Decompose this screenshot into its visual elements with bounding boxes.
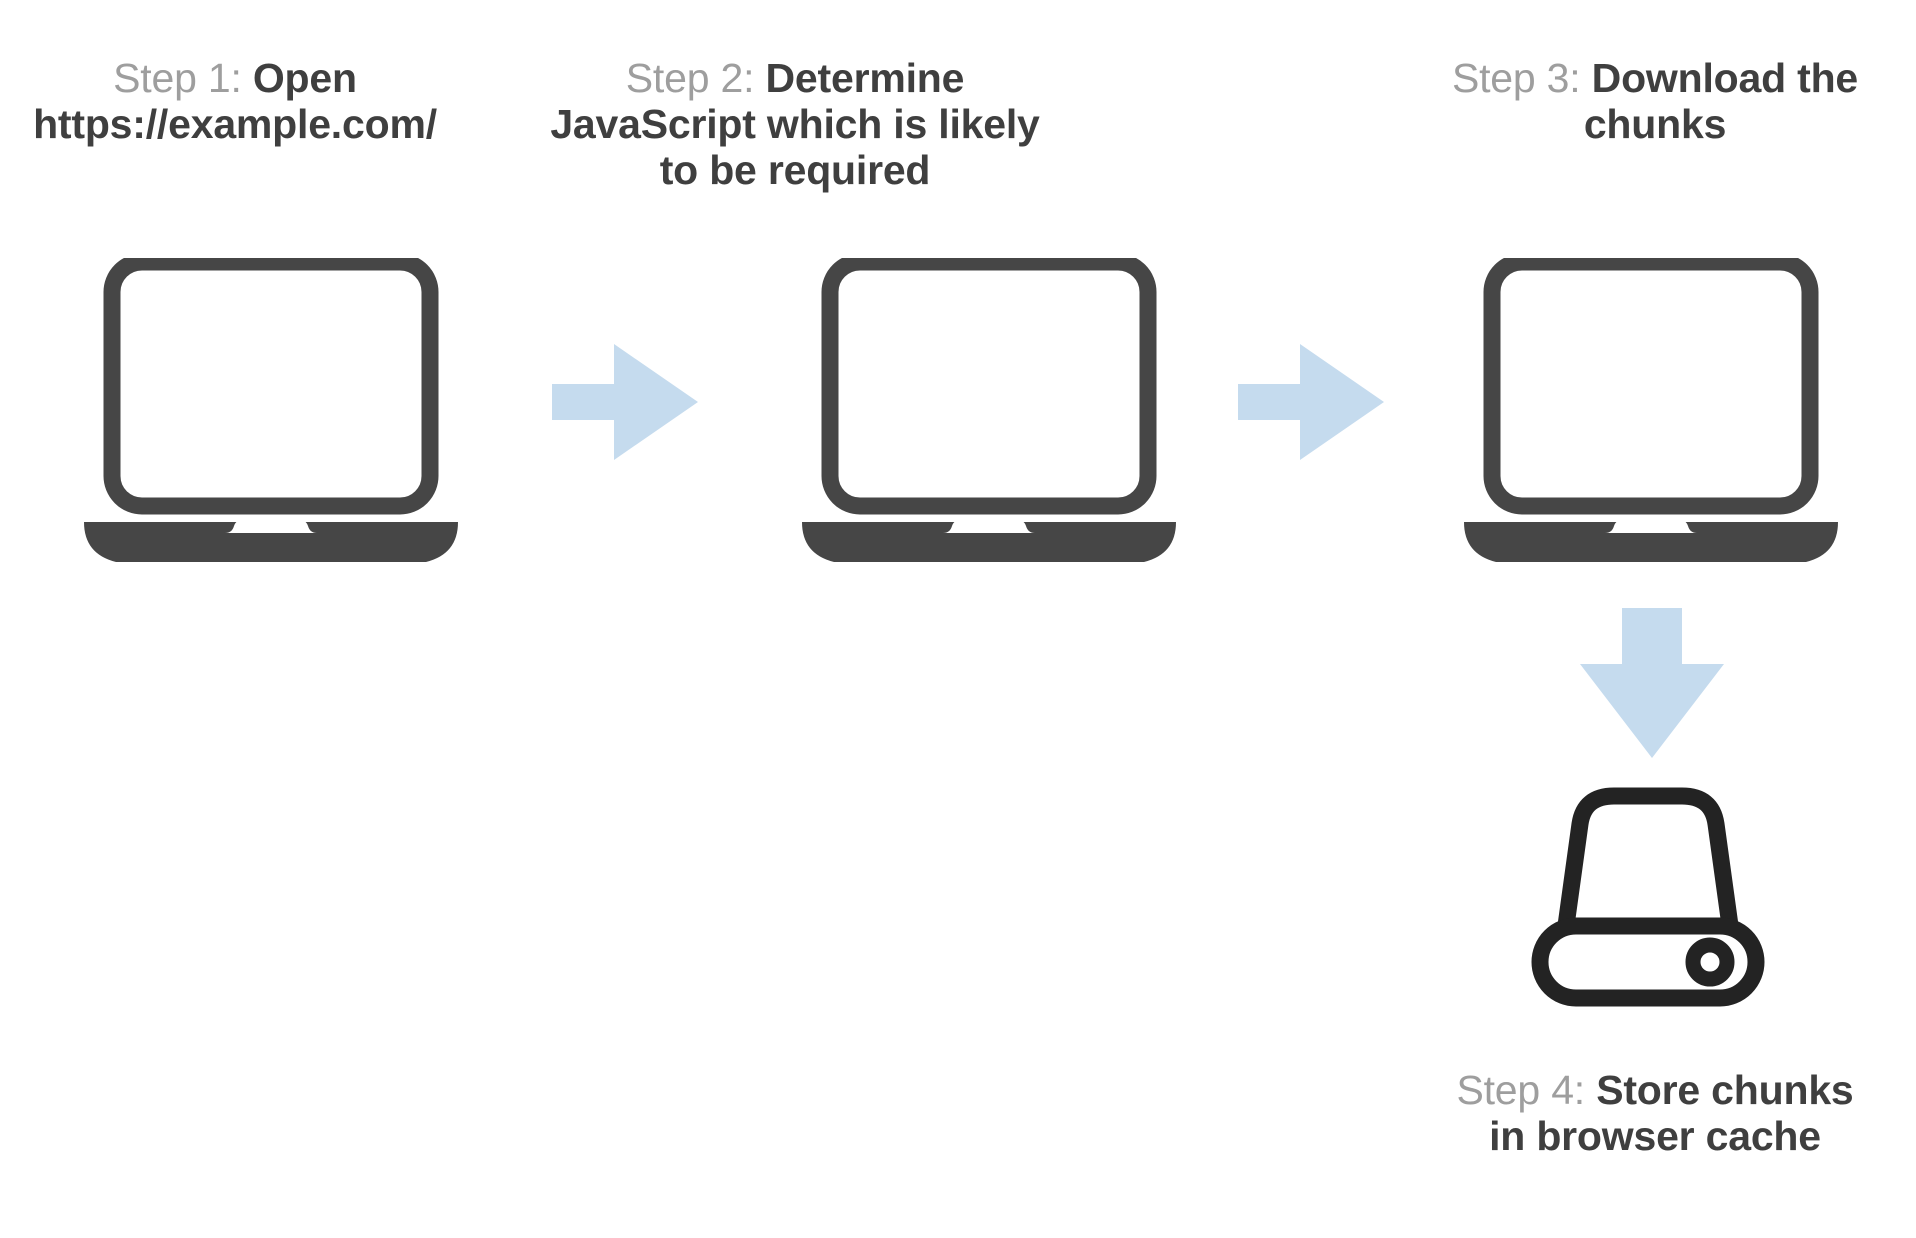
step-1-prefix: Step 1:: [113, 55, 253, 101]
laptop-screen-bezel: [1483, 253, 1819, 515]
step-3-body: Download the chunks: [1583, 55, 1859, 147]
step-1-body: Open https://example.com/: [33, 55, 437, 147]
step-4-prefix: Step 4:: [1456, 1067, 1597, 1113]
step-4-body: Store chunks in browser cache: [1489, 1067, 1854, 1159]
arrow-right-icon: [552, 342, 700, 462]
step-4-caption: Step 4: Store chunks in browser cache: [1440, 1067, 1870, 1160]
step-2-caption: Step 2: Determine JavaScript which is li…: [540, 55, 1050, 194]
laptop-base-notch: [1605, 520, 1697, 533]
step-2-prefix: Step 2:: [625, 55, 766, 101]
laptop-base: [802, 522, 1176, 562]
laptop-base-notch: [943, 520, 1035, 533]
laptop-base: [84, 522, 458, 562]
laptop-base-notch: [225, 520, 317, 533]
hard-drive-icon: [1528, 786, 1768, 1008]
arrow-down-icon: [1578, 608, 1726, 760]
laptop-icon: [800, 253, 1178, 570]
hard-drive-indicator-light: [1685, 937, 1735, 987]
step-2-body: Determine JavaScript which is likely to …: [550, 55, 1040, 193]
laptop-icon: [82, 253, 460, 570]
step-3-caption: Step 3: Download the chunks: [1440, 55, 1870, 148]
arrow-right-icon: [1238, 342, 1386, 462]
laptop-screen-bezel: [821, 253, 1157, 515]
hard-drive-body: [1555, 787, 1741, 949]
laptop-icon: [1462, 253, 1840, 570]
step-1-caption: Step 1: Open https://example.com/: [20, 55, 450, 148]
laptop-screen-bezel: [103, 253, 439, 515]
laptop-base: [1464, 522, 1838, 562]
step-3-prefix: Step 3:: [1451, 55, 1592, 101]
